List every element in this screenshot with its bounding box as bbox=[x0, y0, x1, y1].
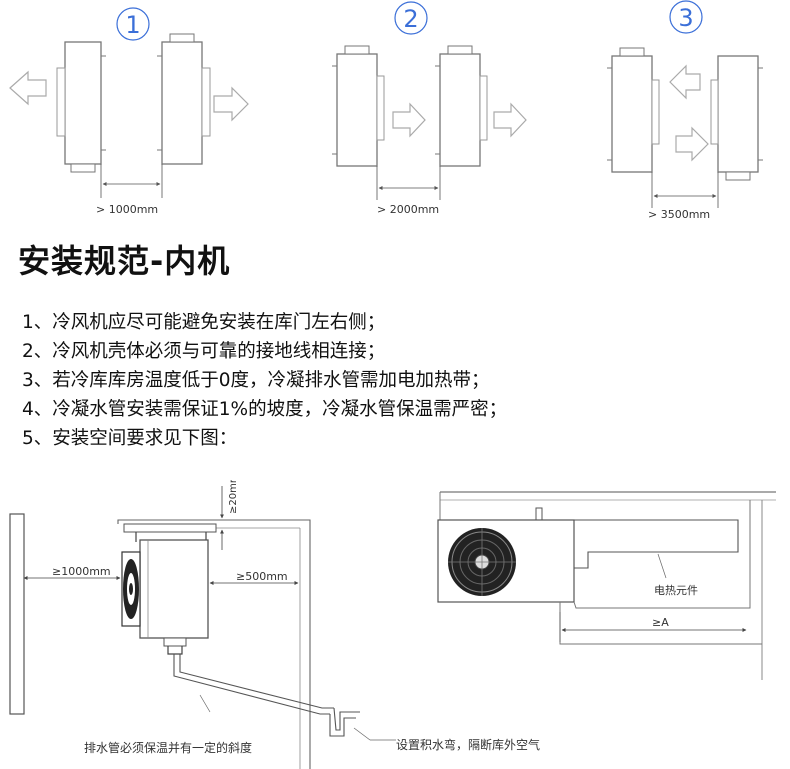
scenario-2: 2 > 2000mm bbox=[332, 1, 527, 216]
rule-item: 3、若冷库库房温度低于0度，冷凝排水管需加电加热带； bbox=[22, 370, 490, 391]
scenario-3-unit-right bbox=[710, 55, 763, 181]
drain-note: 排水管必须保温并有一定的斜度 bbox=[84, 740, 252, 755]
airflow-arrow-incoming-icon bbox=[669, 64, 701, 100]
airflow-arrow-outgoing-icon bbox=[675, 126, 709, 162]
rules-list: 1、冷风机应尽可能避免安装在库门左右侧； 2、冷风机壳体必须与可靠的接地线相连接… bbox=[22, 308, 507, 453]
scenario-2-distance: > 2000mm bbox=[377, 203, 439, 216]
scenario-3: 3 > 3500mm bbox=[607, 0, 763, 221]
scenario-3-unit-left bbox=[607, 47, 660, 173]
ceiling-gap-label: ≥20mm bbox=[228, 480, 239, 514]
fan-icon bbox=[123, 559, 139, 619]
installation-side-view: ≥1000mm ≥500mm ≥20mm 排水管必须保温并有一定的斜度 bbox=[9, 480, 360, 769]
heater-label: 电热元件 bbox=[654, 584, 698, 597]
scenario-3-distance: > 3500mm bbox=[648, 208, 710, 221]
scenario-2-circle bbox=[394, 1, 428, 35]
airflow-arrow-right-icon bbox=[493, 102, 527, 138]
scenario-1: 1 > 1000mm bbox=[9, 7, 249, 216]
rule-item: 4、冷凝水管安装需保证1%的坡度，冷凝水管保温需严密； bbox=[22, 399, 508, 420]
ceiling-right-wall bbox=[117, 519, 311, 769]
rule-item: 2、冷风机壳体必须与可靠的接地线相连接； bbox=[22, 341, 386, 362]
scenario-3-circle bbox=[669, 0, 703, 34]
length-label: ≥A bbox=[652, 616, 669, 629]
scenario-3-number: 3 bbox=[678, 4, 693, 32]
water-trap bbox=[329, 714, 356, 737]
scenario-1-unit-right bbox=[157, 33, 211, 165]
scenario-2-number: 2 bbox=[403, 5, 418, 33]
installation-top-view: 电热元件 ≥A bbox=[437, 491, 776, 680]
drain-pipe bbox=[173, 654, 330, 715]
airflow-arrow-middle-icon bbox=[392, 102, 426, 138]
trap-note-area: 设置积水弯，隔断库外空气 bbox=[353, 727, 540, 752]
scenario-2-unit-left bbox=[332, 45, 385, 167]
heater-duct bbox=[574, 519, 739, 569]
rule-item: 5、安装空间要求见下图： bbox=[22, 428, 238, 449]
left-wall bbox=[9, 513, 25, 715]
airflow-arrow-right-icon bbox=[213, 86, 249, 122]
fan-front-icon bbox=[448, 528, 516, 596]
trap-note: 设置积水弯，隔断库外空气 bbox=[396, 737, 540, 752]
evaporator-unit bbox=[139, 539, 209, 639]
back-gap-label: ≥500mm bbox=[236, 570, 288, 583]
wall-gap-label: ≥1000mm bbox=[52, 565, 111, 578]
scenario-2-unit-right bbox=[435, 45, 488, 167]
scenario-1-circle bbox=[116, 7, 150, 41]
scenario-1-distance: > 1000mm bbox=[96, 203, 158, 216]
airflow-arrow-left-icon bbox=[9, 70, 47, 106]
rule-item: 1、冷风机应尽可能避免安装在库门左右侧； bbox=[22, 312, 386, 333]
scenario-diagrams: 1 > 1000mm 2 bbox=[9, 0, 763, 221]
scenario-1-unit-left bbox=[56, 41, 106, 173]
scenario-1-number: 1 bbox=[125, 11, 140, 39]
section-title: 安装规范-内机 bbox=[18, 242, 231, 280]
